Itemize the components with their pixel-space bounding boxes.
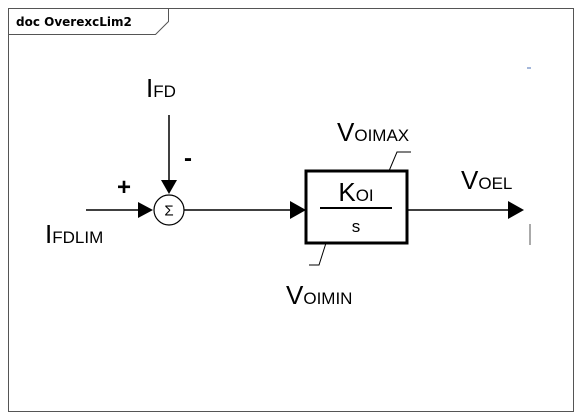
summer-sigma-icon: Σ [164, 203, 173, 220]
frame-title: doc OverexcLim2 [16, 15, 132, 29]
frame-tab[interactable] [8, 8, 169, 35]
output-arrowhead [508, 201, 524, 219]
limit-max-leader [388, 151, 411, 172]
label-voel: VOEL [461, 165, 512, 195]
ifd-arrowhead [161, 180, 177, 194]
label-voimax: VOIMAX [337, 117, 409, 147]
plus-sign: + [117, 174, 131, 201]
label-ifd: IFD [146, 73, 176, 103]
block-numerator: KOI [338, 177, 373, 207]
label-ifdlim: IFDLIM [45, 219, 103, 249]
label-voimin: VOIMIN [286, 280, 352, 310]
block-denominator: s [352, 217, 361, 236]
minus-sign: - [184, 145, 192, 172]
ifdlim-arrowhead [138, 202, 153, 218]
block-input-arrowhead [290, 201, 306, 219]
limit-min-leader [309, 242, 327, 266]
